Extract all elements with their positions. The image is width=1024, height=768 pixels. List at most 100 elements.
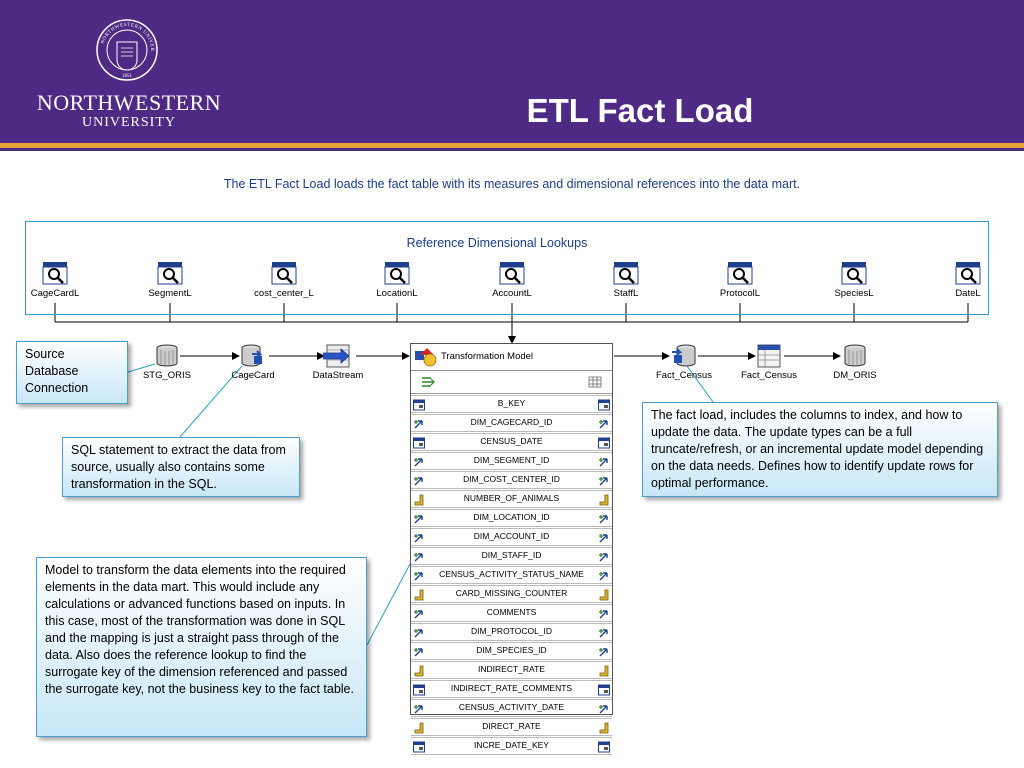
transformation-row[interactable]: DIM_CAGECARD_ID [411,414,612,432]
svg-text:1851: 1851 [122,74,133,79]
ref-icon [413,550,425,562]
lookup-label: SpeciesL [834,288,874,299]
column-name: INDIRECT_RATE_COMMENTS [450,683,573,693]
transformation-model-icon [415,348,437,367]
source-query-icon [241,344,263,367]
lookup-icon [613,262,639,285]
transformation-row[interactable]: DIM_LOCATION_ID [411,509,612,527]
ref-icon [413,512,425,524]
stg-oris-node[interactable]: STG_ORIS [132,344,202,381]
lookup-6[interactable]: ProtocolL [700,260,780,299]
ref-icon [413,626,425,638]
transformation-row[interactable]: CENSUS_DATE [411,433,612,451]
cagecard-node[interactable]: CageCard [218,344,288,381]
ref-icon [413,569,425,581]
ref-icon [413,417,425,429]
lookup-3[interactable]: LocationL [357,260,437,299]
lookup-4[interactable]: AccountL [472,260,552,299]
university-seal-icon: NORTHWESTERN UNIVERSITY 1851 [95,18,158,81]
ref-icon [413,645,425,657]
measure-icon [413,588,425,601]
header-stripe-orange [0,143,1024,148]
transformation-model-toolbar [411,371,612,394]
transformation-row[interactable]: INDIRECT_RATE [411,661,612,679]
fact-census-source-label: Fact_Census [656,370,712,381]
callout-model: Model to transform the data elements int… [36,557,367,737]
lookup-7[interactable]: SpeciesL [814,260,894,299]
lookup-icon [499,262,525,285]
key-icon [598,683,610,696]
transformation-row[interactable]: DIM_STAFF_ID [411,547,612,565]
lookup-label: SegmentL [148,288,192,299]
transformation-row[interactable]: CARD_MISSING_COUNTER [411,585,612,603]
ref-icon [598,645,610,657]
lookup-8[interactable]: DateL [928,260,1008,299]
measure-icon [413,721,425,734]
measure-icon [598,588,610,601]
header-banner [0,0,1024,143]
grid-icon[interactable] [588,376,602,388]
transformation-row[interactable]: DIM_SEGMENT_ID [411,452,612,470]
dm-oris-node[interactable]: DM_ORIS [820,344,890,381]
key-icon [413,398,425,411]
column-name: DIRECT_RATE [482,721,541,731]
transformation-row[interactable]: B_KEY [411,395,612,413]
ref-icon [598,417,610,429]
transformation-model-title: Transformation Model [441,351,534,362]
lookup-2[interactable]: cost_center_L [244,260,324,299]
transformation-row[interactable]: CENSUS_ACTIVITY_STATUS_NAME [411,566,612,584]
lookup-label: ProtocolL [719,288,761,299]
transformation-row[interactable]: COMMENTS [411,604,612,622]
header-stripe-purple [0,148,1024,151]
fact-census-table-label: Fact_Census [741,370,797,381]
column-name: DIM_PROTOCOL_ID [470,626,553,636]
transformation-row[interactable]: DIM_ACCOUNT_ID [411,528,612,546]
transformation-row[interactable]: DIM_PROTOCOL_ID [411,623,612,641]
reference-lookups-title: Reference Dimensional Lookups [406,236,588,250]
measure-icon [598,721,610,734]
university-subtitle: UNIVERSITY [82,115,176,130]
page-title: ETL Fact Load [526,92,754,129]
page-subtitle: The ETL Fact Load loads the fact table w… [223,177,801,191]
input-mapping-icon[interactable] [421,376,435,388]
table-icon [757,344,781,368]
transformation-row[interactable]: CENSUS_ACTIVITY_DATE [411,699,612,717]
transformation-row[interactable]: DIRECT_RATE [411,718,612,736]
ref-icon [413,531,425,543]
lookup-icon [42,262,68,285]
lookup-icon [271,262,297,285]
transformation-row[interactable]: NUMBER_OF_ANIMALS [411,490,612,508]
ref-icon [598,512,610,524]
measure-icon [413,664,425,677]
lookup-icon [157,262,183,285]
column-name: INDIRECT_RATE [478,664,545,674]
transformation-row[interactable]: INDIRECT_RATE_COMMENTS [411,680,612,698]
transformation-row[interactable]: DIM_SPECIES_ID [411,642,612,660]
lookup-0[interactable]: CageCardL [15,260,95,299]
column-name: INCRE_DATE_KEY [474,740,549,750]
target-load-icon [672,344,696,367]
fact-census-table-node[interactable]: Fact_Census [734,344,804,381]
lookup-label: cost_center_L [254,288,314,299]
ref-icon [598,531,610,543]
lookup-5[interactable]: StaffL [586,260,666,299]
transformation-row[interactable]: INCRE_DATE_KEY [411,737,612,755]
callout-sql-statement: SQL statement to extract the data from s… [62,437,300,497]
column-name: CENSUS_DATE [480,436,543,446]
key-icon [413,436,425,449]
transformation-row[interactable]: DIM_COST_CENTER_ID [411,471,612,489]
ref-icon [413,607,425,619]
fact-census-source-node[interactable]: Fact_Census [649,344,719,381]
column-name: DIM_SEGMENT_ID [473,455,550,465]
lookup-1[interactable]: SegmentL [130,260,210,299]
ref-icon [413,455,425,467]
lookup-label: CageCardL [30,288,80,299]
database-icon [156,344,178,367]
lookup-label: LocationL [376,288,418,299]
ref-icon [598,569,610,581]
lookup-icon [384,262,410,285]
column-name: DIM_COST_CENTER_ID [463,474,560,484]
datastream-node[interactable]: DataStream [303,344,373,381]
